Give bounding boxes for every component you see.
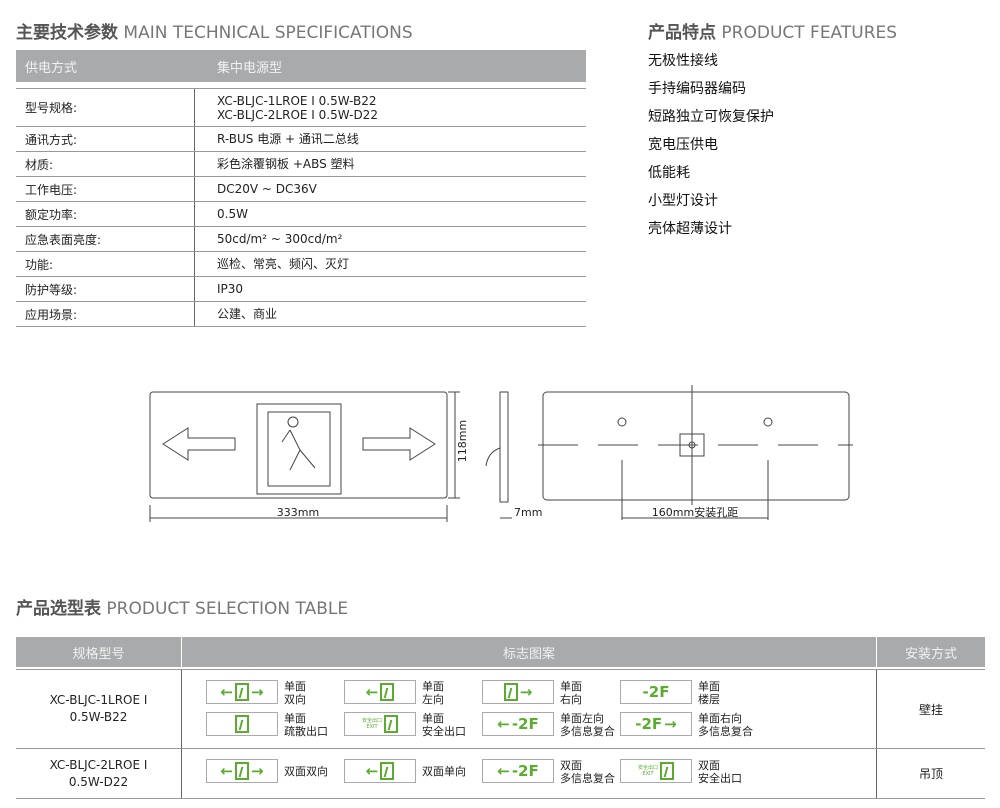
width-label: 333mm bbox=[277, 506, 319, 519]
exit-sign-icon: -2F→ bbox=[620, 712, 692, 736]
exit-sign-icon: ←→ bbox=[206, 759, 278, 783]
hole-label: 160mm安装孔距 bbox=[652, 505, 738, 519]
exit-sign-icon: -2F bbox=[620, 680, 692, 704]
sign-option: ←双面单向 bbox=[344, 759, 482, 789]
sign-option: →单面右向 bbox=[482, 680, 620, 710]
exit-sign-icon: → bbox=[482, 680, 554, 704]
sign-option: ←→双面双向 bbox=[206, 759, 344, 789]
exit-sign-icon: ←-2F bbox=[482, 759, 554, 783]
exit-sign-icon: ← bbox=[344, 680, 416, 704]
features-title: 产品特点 PRODUCT FEATURES bbox=[648, 23, 898, 43]
right-arrow-icon bbox=[362, 427, 436, 461]
sign-option: -2F→单面右向多信息复合 bbox=[620, 712, 758, 742]
left-arrow-icon bbox=[162, 427, 236, 461]
depth-label: 7mm bbox=[514, 506, 542, 519]
exit-sign-icon: ← bbox=[344, 759, 416, 783]
sign-option: 单面疏散出口 bbox=[206, 712, 344, 742]
spec-title: 主要技术参数 MAIN TECHNICAL SPECIFICATIONS bbox=[16, 23, 413, 43]
side-view bbox=[499, 391, 509, 503]
selection-title: 产品选型表 PRODUCT SELECTION TABLE bbox=[16, 599, 349, 619]
spec-header: 供电方式集中电源型 bbox=[16, 50, 586, 82]
exit-sign-icon: ←→ bbox=[206, 680, 278, 704]
sign-option: ←→单面双向 bbox=[206, 680, 344, 710]
front-view bbox=[149, 391, 448, 499]
back-view bbox=[542, 391, 850, 501]
sign-option: ←单面左向 bbox=[344, 680, 482, 710]
exit-sign-icon: ←-2F bbox=[482, 712, 554, 736]
features-list: 无极性接线手持编码器编码短路独立可恢复保护宽电压供电低能耗小型灯设计壳体超薄设计 bbox=[648, 53, 774, 237]
running-man-icon bbox=[256, 403, 342, 495]
dimension-drawing: 333mm 118mm 7mm 160mm安装孔距 bbox=[149, 385, 853, 522]
height-label: 118mm bbox=[456, 420, 469, 462]
exit-sign-icon bbox=[206, 712, 278, 736]
